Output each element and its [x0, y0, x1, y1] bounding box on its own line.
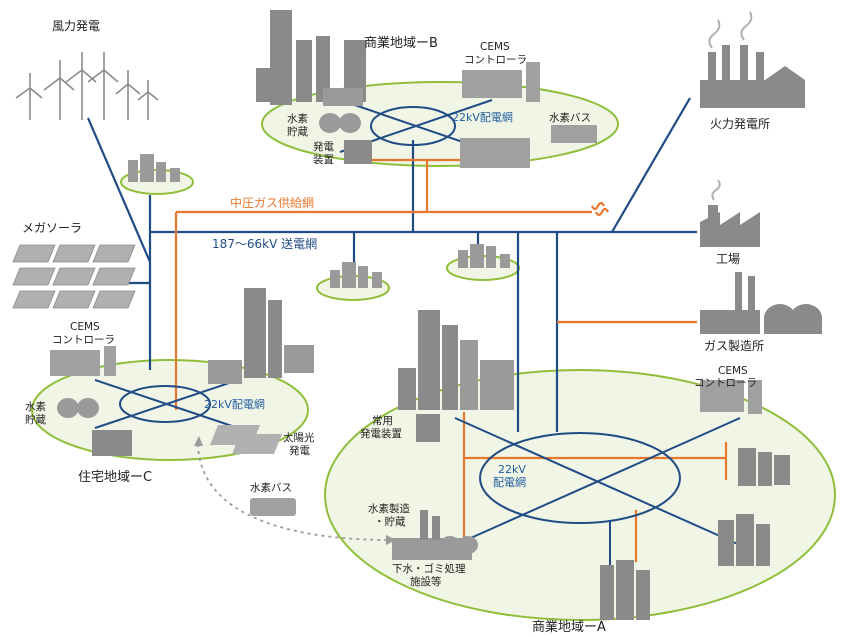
- label-a-sewage-2: 施設等: [410, 575, 442, 588]
- gas-supply-lines: [174, 158, 728, 562]
- label-b-gen-2: 装置: [313, 153, 334, 166]
- label-c-h2-1: 水素: [25, 400, 46, 413]
- label-b-cems-2: コントローラ: [464, 54, 527, 66]
- label-b-cems-1: CEMS: [480, 41, 510, 53]
- label-a-sewage-1: 下水・ゴミ処理: [392, 562, 466, 575]
- mega-solar-panels: [12, 244, 136, 309]
- label-bus: 水素バス: [250, 481, 292, 494]
- label-c-solar-2: 発電: [289, 444, 310, 457]
- label-a-h2-prod-1: 水素製造: [368, 502, 410, 515]
- label-a-grid-1: 22kV: [498, 463, 526, 476]
- label-b-h2-2: 貯蔵: [287, 125, 308, 138]
- label-a-h2-prod-2: ・貯蔵: [374, 515, 406, 528]
- label-b-h2-1: 水素: [287, 112, 308, 125]
- label-a-cems-2: コントローラ: [694, 377, 757, 389]
- small-area-buildings: [128, 154, 510, 288]
- label-a-standby-1: 常用: [372, 414, 393, 427]
- area-a-buildings: [392, 310, 790, 620]
- label-b-grid: 22kV配電網: [452, 110, 513, 124]
- gas-plant-icon: [700, 272, 822, 334]
- power-transmission-lines: [86, 97, 697, 432]
- label-c-h2-2: 貯蔵: [25, 413, 46, 426]
- label-power-network: 187～66kV 送電網: [212, 236, 317, 251]
- area-b-buildings: [256, 10, 597, 168]
- label-factory: 工場: [716, 252, 740, 266]
- factory-icon: [700, 179, 760, 247]
- area-c-buildings: [50, 288, 314, 456]
- diagram-labels: 風力発電 火力発電所 メガソーラ 工場 ガス製造所 中圧ガス供給網 187～66…: [22, 19, 770, 635]
- label-mega-solar: メガソーラ: [22, 221, 82, 235]
- label-a-grid-2: 配電網: [493, 475, 526, 489]
- grid-c-ring: [94, 379, 239, 429]
- grid-a-ring: [454, 417, 741, 575]
- label-b-bus: 水素バス: [549, 111, 591, 124]
- label-c-solar-1: 太陽光: [283, 431, 315, 444]
- label-area-c: 住宅地域ーC: [78, 470, 152, 485]
- label-thermal: 火力発電所: [710, 117, 770, 131]
- label-area-a: 商業地域ーA: [532, 619, 606, 635]
- label-a-cems-1: CEMS: [718, 365, 748, 377]
- label-b-gen-1: 発電: [313, 140, 334, 153]
- label-c-grid: 22kV配電網: [204, 397, 265, 411]
- label-a-standby-2: 発電装置: [360, 427, 402, 440]
- thermal-plant-icon: [700, 11, 805, 108]
- label-c-cems-1: CEMS: [70, 321, 100, 333]
- label-area-b: 商業地域ーB: [364, 35, 438, 51]
- hydrogen-bus-route: [194, 436, 396, 545]
- label-wind: 風力発電: [52, 19, 100, 33]
- wind-turbine-icons: [15, 52, 159, 120]
- label-gas-network: 中圧ガス供給網: [230, 195, 314, 210]
- label-c-cems-2: コントローラ: [52, 334, 115, 346]
- label-gas-plant: ガス製造所: [704, 339, 764, 353]
